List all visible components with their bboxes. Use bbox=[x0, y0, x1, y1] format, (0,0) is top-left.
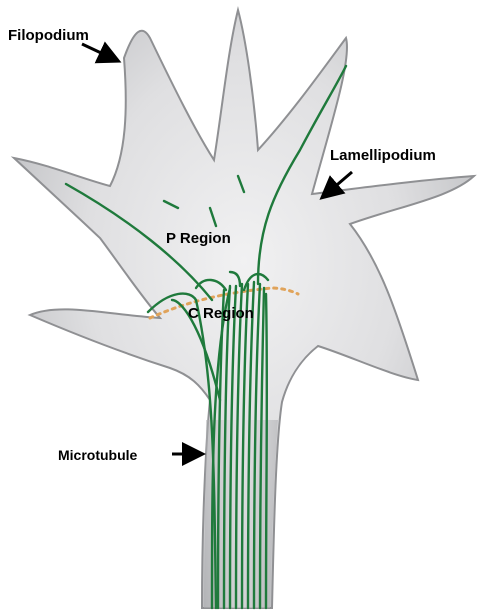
microtubule bbox=[266, 294, 267, 608]
p-region-label: P Region bbox=[166, 230, 231, 247]
lamellipodium-label: Lamellipodium bbox=[330, 147, 436, 164]
filopodium-label: Filopodium bbox=[8, 27, 89, 44]
filopodium-arrow bbox=[82, 44, 116, 60]
c-region-label: C Region bbox=[188, 305, 254, 322]
microtubule-label: Microtubule bbox=[58, 447, 138, 463]
